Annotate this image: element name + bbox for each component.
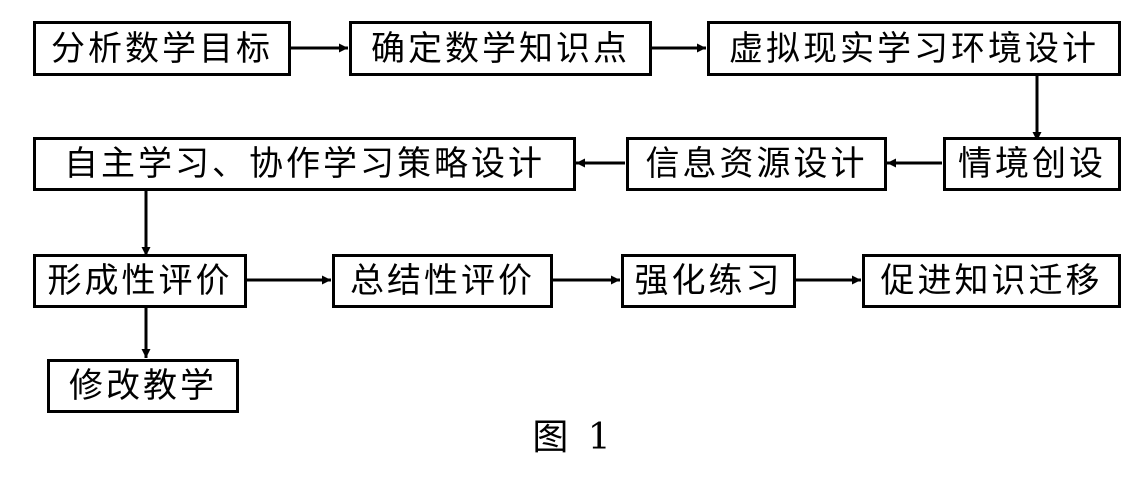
node-analyze-math-goals: 分析数学目标 [33,21,291,76]
node-determine-knowledge-points: 确定数学知识点 [349,21,652,76]
node-info-resource-design: 信息资源设计 [626,137,887,191]
node-label: 形成性评价 [47,261,233,301]
node-label: 虚拟现实学习环境设计 [729,28,1099,69]
node-formative-evaluation: 形成性评价 [33,254,247,308]
node-label: 总结性评价 [350,261,535,301]
node-situation-creation: 情境创设 [943,137,1121,191]
node-label: 确定数学知识点 [371,28,630,69]
node-label: 强化练习 [634,261,783,301]
node-label: 信息资源设计 [645,144,868,184]
node-reinforcement-practice: 强化练习 [621,254,796,308]
node-label: 修改教学 [69,366,217,406]
node-summative-evaluation: 总结性评价 [332,254,553,308]
node-learning-strategy-design: 自主学习、协作学习策略设计 [33,137,576,191]
node-label: 分析数学目标 [51,28,273,69]
figure-caption: 图 1 [532,417,615,458]
node-vr-environment-design: 虚拟现实学习环境设计 [707,21,1121,76]
node-label: 促进知识迁移 [880,261,1103,301]
node-label: 自主学习、协作学习策略设计 [64,144,545,184]
node-revise-teaching: 修改教学 [47,359,239,413]
node-label: 情境创设 [958,144,1106,184]
node-knowledge-transfer: 促进知识迁移 [862,254,1121,308]
